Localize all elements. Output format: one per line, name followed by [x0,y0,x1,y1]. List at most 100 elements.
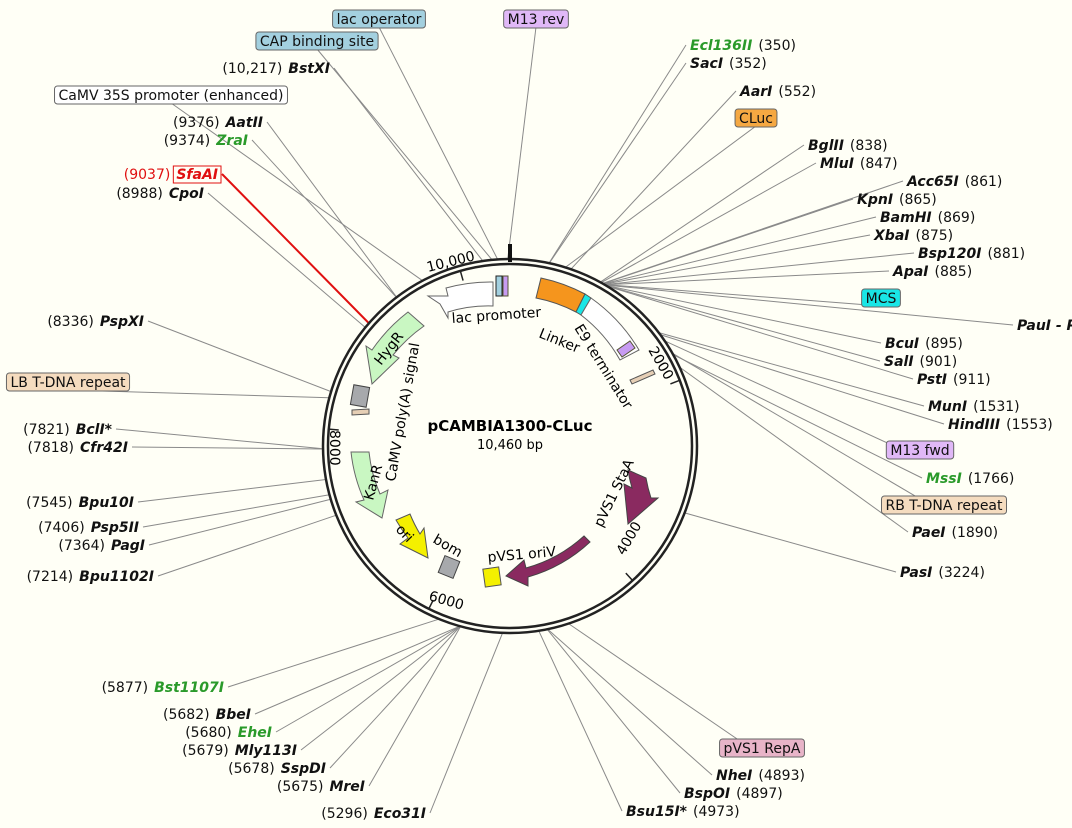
enzyme-name: KpnI [857,192,893,208]
enzyme-xbai[interactable]: XbaI(875) [873,228,953,244]
enzyme-ecl136ii[interactable]: Ecl136II(350) [690,38,796,54]
enzyme-bcli[interactable]: BclI*(7821) [23,422,113,438]
enzyme-paei[interactable]: PaeI(1890) [912,525,998,541]
enzyme-acc65i[interactable]: Acc65I(861) [906,174,1002,190]
enzyme-psp5ii[interactable]: Psp5II(7406) [38,520,139,536]
feature-box-cap-binding-site[interactable]: CAP binding site [255,31,379,51]
enzyme-name: Mly113I [235,743,297,759]
enzyme-bpu10i[interactable]: Bpu10I(7545) [26,495,134,511]
backbone-inner [326,262,694,630]
ori-feature[interactable] [395,513,429,559]
leader-mrei [368,626,462,787]
feature-box-m13-fwd[interactable]: M13 fwd [885,440,955,460]
hygr-feature[interactable] [365,311,425,386]
enzyme-psti[interactable]: PstI(911) [917,372,991,388]
feature-box-pvs1-repa[interactable]: pVS1 RepA [719,738,805,758]
enzyme-cpoi[interactable]: CpoI(8988) [116,186,204,202]
enzyme-mly113i[interactable]: Mly113I(5679) [182,743,297,759]
pvs1-oriv-feature[interactable] [505,535,591,587]
enzyme-name: BcuI [885,336,919,352]
enzyme-mssi[interactable]: MssI(1766) [926,471,1014,487]
enzyme-sali[interactable]: SalI(901) [884,354,957,370]
leader-psti [607,285,914,380]
leader-cfr42i [131,446,324,450]
enzyme-bspoi[interactable]: BspOI(4897) [684,786,783,802]
leader-nhei [547,628,713,776]
enzyme-name: MunI [928,399,967,415]
enzyme-bsu15i[interactable]: Bsu15I*(4973) [626,804,740,820]
enzyme-sfaai[interactable]: SfaAI(9037) [124,165,222,184]
feature-box-cluc[interactable]: CLuc [734,108,778,128]
pvs1-oriv-label: pVS1 oriV [487,544,557,566]
enzyme-pagi[interactable]: PagI(7364) [58,538,145,554]
enzyme-name: Cfr42I [80,440,128,456]
pvs1-oriv-small-feature[interactable] [482,566,502,588]
enzyme-aatii[interactable]: AatII(9376) [173,115,263,131]
enzyme-pasi[interactable]: PasI(3224) [900,565,985,581]
enzyme-bbei[interactable]: BbeI(5682) [163,707,251,723]
enzyme-cfr42i[interactable]: Cfr42I(7818) [27,440,128,456]
enzyme-bstxi[interactable]: BstXI(10,217) [222,61,330,77]
leader-aatii [266,121,398,298]
enzyme-bsp120i[interactable]: Bsp120I(881) [918,246,1025,262]
enzyme-name: Bpu1102I [79,569,154,585]
enzyme-saci[interactable]: SacI(352) [690,56,767,72]
enzyme-sspdi[interactable]: SspDI(5678) [228,761,326,777]
lac-promoter-feature[interactable] [426,281,494,320]
enzyme-mlui[interactable]: MluI(847) [820,156,898,172]
enzyme-aari[interactable]: AarI(552) [739,84,816,100]
enzyme-position: (552) [778,84,816,100]
enzyme-position: (847) [860,156,898,172]
enzyme-hindiii[interactable]: HindIII(1553) [948,417,1053,433]
enzyme-eco31i[interactable]: Eco31I(5296) [321,806,426,822]
enzyme-name: CpoI [169,186,204,202]
leader-paei [679,366,909,533]
feature-box-mcs[interactable]: MCS [861,288,901,308]
feature-box-bg [885,440,955,460]
feature-box-m13-rev[interactable]: M13 rev [503,9,569,29]
enzyme-kpni[interactable]: KpnI(865) [857,192,937,208]
m13-fwd-feature[interactable] [616,340,636,358]
m13-rev-feature[interactable] [502,275,509,297]
enzyme-bst1107i[interactable]: Bst1107I(5877) [102,680,224,696]
enzyme-name: PauI - PteI - SgsI [1017,318,1072,334]
enzyme-position: (1766) [968,471,1015,487]
lb-tdna-feature[interactable] [351,408,370,416]
enzyme-paui-ptei-sgsi[interactable]: PauI - PteI - SgsI(888) [1017,318,1072,334]
enzyme-bpu1102i[interactable]: Bpu1102I(7214) [27,569,154,585]
enzyme-bamhi[interactable]: BamHI(869) [880,210,975,226]
enzyme-bcui[interactable]: BcuI(895) [885,336,963,352]
enzyme-pspxi[interactable]: PspXI(8336) [47,314,144,330]
feature-box-lb-t-dna-repeat[interactable]: LB T-DNA repeat [5,372,131,392]
rb-tdna-feature[interactable] [629,369,656,385]
feature-box-bg [503,9,569,29]
leader-psp5ii [142,494,330,528]
enzyme-bglii[interactable]: BglII(838) [808,138,888,154]
feature-box-bg [880,495,1008,515]
bom-feature[interactable] [437,555,461,579]
leader-hindiii [660,334,945,425]
enzyme-ehei[interactable]: EheI(5680) [185,725,272,741]
feature-box-bg [734,108,778,128]
feature-box-bg [719,738,805,758]
pvs1-staa-feature[interactable] [623,469,660,526]
lac-operator-feature[interactable] [495,275,503,297]
feature-labels: lac promoter Linker E9 terminator HygR C… [361,305,637,566]
feature-box-bg [861,288,901,308]
enzyme-name: Bsu15I* [626,804,688,820]
enzyme-position: (350) [758,38,796,54]
enzyme-nhei[interactable]: NheI(4893) [716,768,805,784]
feature-box-rb-t-dna-repeat[interactable]: RB T-DNA repeat [880,495,1008,515]
enzyme-apai[interactable]: ApaI(885) [892,264,972,280]
enzyme-zrai[interactable]: ZraI(9374) [164,133,248,149]
enzyme-muni[interactable]: MunI(1531) [928,399,1020,415]
enzyme-mrei[interactable]: MreI(5675) [277,779,365,795]
camv-polya-feature[interactable] [349,384,371,408]
cluc-feature[interactable] [535,277,586,313]
feature-box-lac-operator[interactable]: lac operator [332,9,426,29]
feature-box-camv-35s-promoter-enhanced[interactable]: CaMV 35S promoter (enhanced) [54,85,288,105]
kanr-feature[interactable] [350,451,389,519]
enzyme-name: Bpu10I [79,495,134,511]
leader-bst1107i [227,618,440,688]
